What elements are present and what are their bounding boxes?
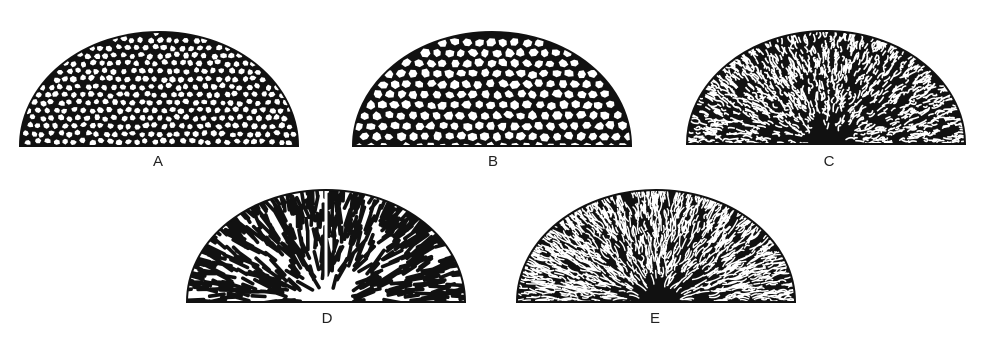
panel-d-label: D bbox=[322, 310, 333, 327]
panel-e-texture bbox=[508, 181, 804, 305]
panel-b-label: B bbox=[488, 153, 498, 170]
panel-e-label: E bbox=[650, 310, 660, 327]
panel-c: C bbox=[683, 27, 968, 170]
panel-c-label: C bbox=[824, 153, 835, 170]
panel-b-texture bbox=[353, 32, 634, 152]
panel-e: E bbox=[508, 181, 804, 328]
panel-a-label: A bbox=[153, 153, 163, 170]
panel-a: A bbox=[20, 30, 298, 170]
panel-a-texture bbox=[20, 30, 298, 146]
panel-d: D bbox=[175, 178, 480, 327]
panel-c-texture bbox=[683, 27, 968, 145]
panel-b: B bbox=[353, 32, 634, 170]
